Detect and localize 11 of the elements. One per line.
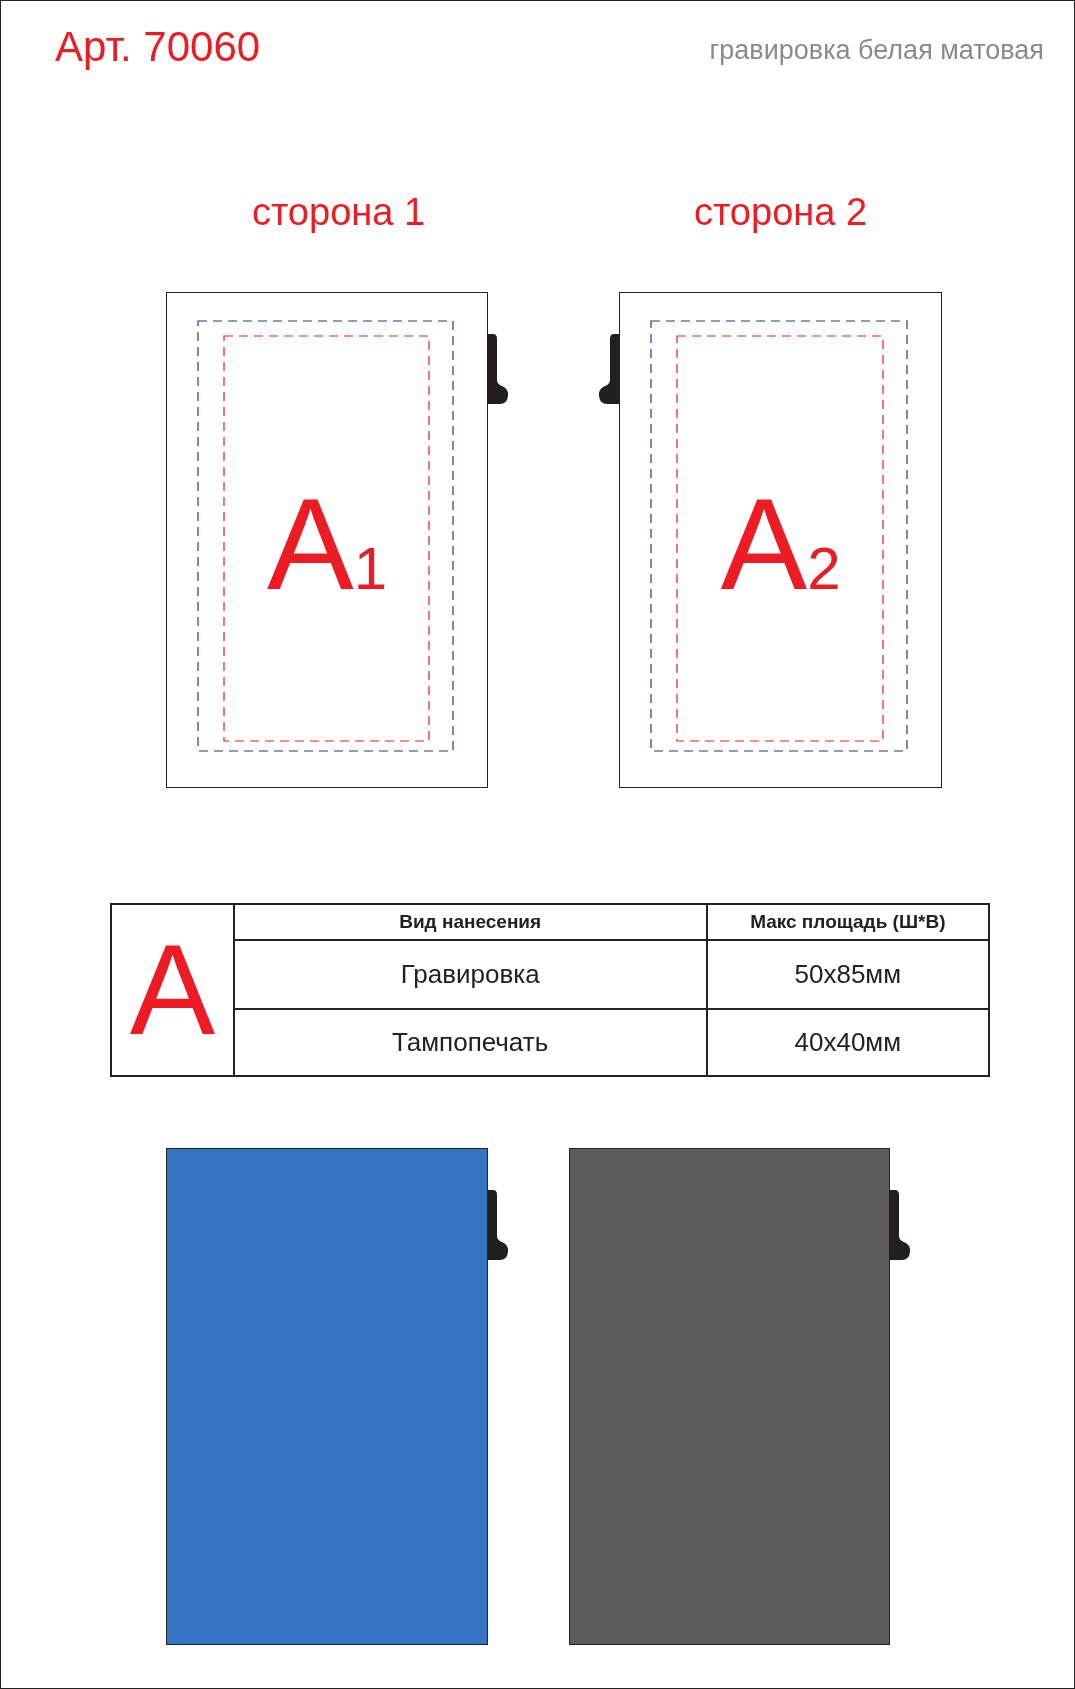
table-cell-text: 40x40мм xyxy=(794,1027,902,1057)
side-heading: сторона 1 xyxy=(250,191,427,234)
title: Арт. 70060 xyxy=(55,23,261,71)
table-cell-text: 50x85мм xyxy=(794,959,902,989)
table-cell-text: Тампопечать xyxy=(392,1027,549,1057)
table-cell-text: Гравировка xyxy=(400,959,540,989)
column-header: Макс площадь (Ш*В) xyxy=(750,911,946,932)
subtitle: гравировка белая матовая xyxy=(709,35,1044,66)
side-heading: сторона 2 xyxy=(692,191,869,234)
column-header: Вид нанесения xyxy=(399,911,542,932)
area-letter: A xyxy=(129,918,215,1061)
